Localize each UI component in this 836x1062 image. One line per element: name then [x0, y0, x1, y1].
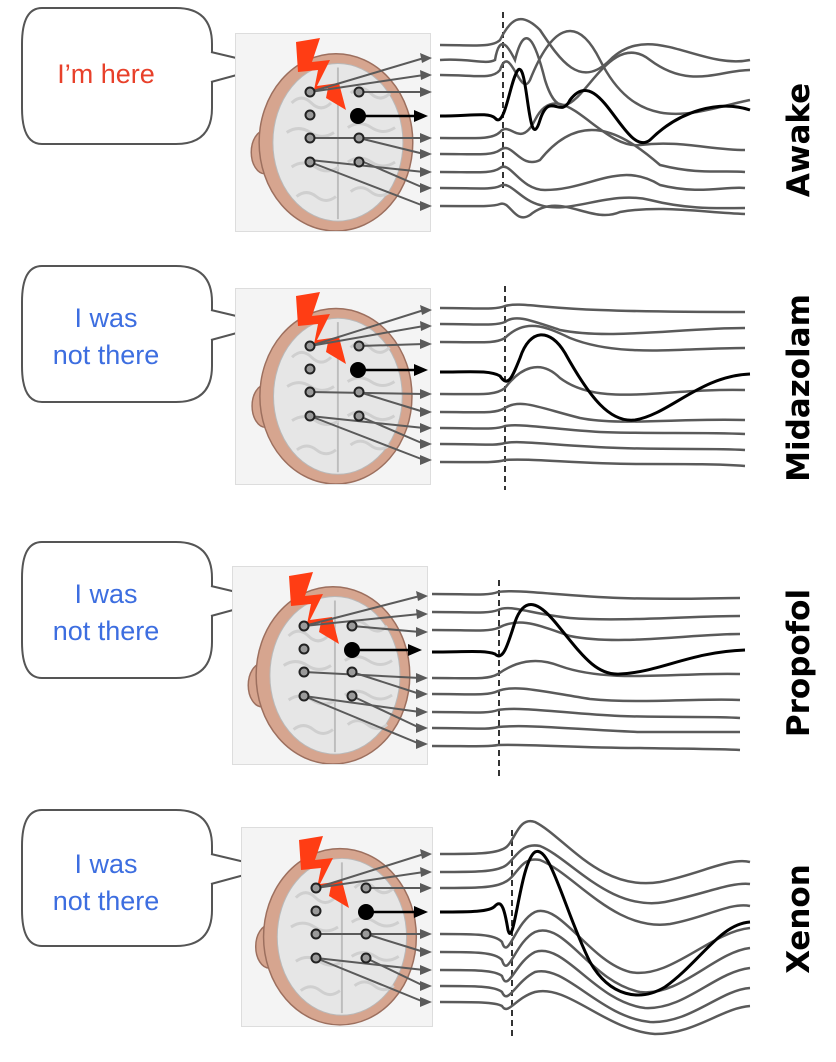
eeg-traces	[0, 534, 836, 794]
condition-label: Xenon	[764, 794, 834, 1044]
condition-label: Propofol	[764, 538, 834, 788]
condition-label: Awake	[764, 15, 834, 265]
eeg-traces	[0, 0, 836, 260]
panel-propofol: I was not there	[0, 534, 836, 794]
eeg-traces	[0, 802, 836, 1040]
panel-xenon: I was not there	[0, 802, 836, 1062]
condition-label: Midazolam	[764, 263, 834, 513]
eeg-traces	[0, 258, 836, 518]
lightning-bolt-icon	[296, 292, 346, 364]
panel-midazolam: I was not there	[0, 258, 836, 518]
lightning-bolt-icon	[296, 38, 346, 110]
panel-awake: I’m here	[0, 0, 836, 260]
lightning-bolt-icon	[289, 572, 339, 644]
arrow-icon	[420, 305, 432, 465]
arrow-icon	[420, 53, 432, 211]
arrow-icon	[416, 591, 428, 749]
arrow-icon	[420, 849, 432, 1007]
arrows	[310, 58, 424, 206]
lightning-bolt-icon	[299, 836, 349, 908]
